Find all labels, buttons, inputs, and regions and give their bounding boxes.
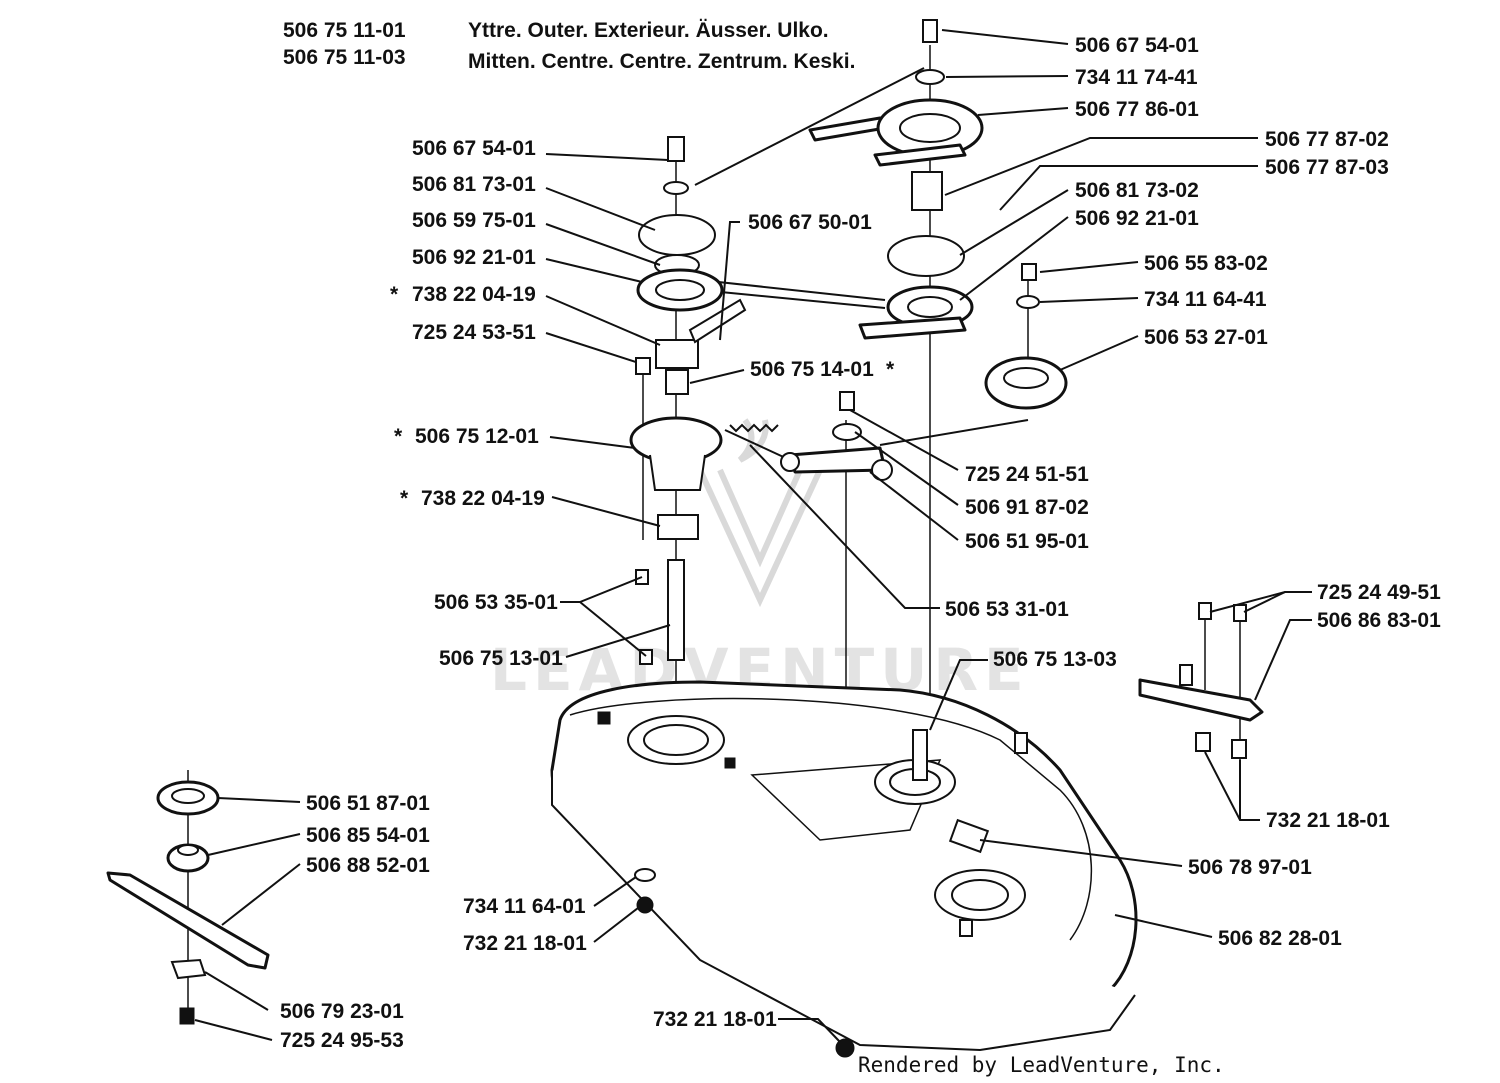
header-code-outer: 506 75 11-01 <box>283 19 406 42</box>
callout-732-21-18-01-left: 732 21 18-01 <box>463 932 587 955</box>
asterisk-mark: * <box>886 358 895 381</box>
callout-506-51-87-01: 506 51 87-01 <box>306 792 430 815</box>
header-line-centre: Mitten. Centre. Centre. Zentrum. Keski. <box>468 50 855 73</box>
callout-725-24-53-51: 725 24 53-51 <box>412 321 536 344</box>
callout-725-24-95-53: 725 24 95-53 <box>280 1029 404 1052</box>
callout-506-79-23-01: 506 79 23-01 <box>280 1000 404 1023</box>
callout-506-85-54-01: 506 85 54-01 <box>306 824 430 847</box>
asterisk-mark: * <box>400 487 409 510</box>
callout-734-11-74-41: 734 11 74-41 <box>1075 66 1198 89</box>
callout-734-11-64-41: 734 11 64-41 <box>1144 288 1267 311</box>
leader-lines <box>194 29 1312 1043</box>
callout-506-75-13-01: 506 75 13-01 <box>439 647 563 670</box>
callout-506-75-13-03: 506 75 13-03 <box>993 648 1117 671</box>
callout-506-82-28-01: 506 82 28-01 <box>1218 927 1342 950</box>
callout-738-22-04-19-lower: 738 22 04-19 <box>421 487 545 510</box>
callout-506-92-21-01-left: 506 92 21-01 <box>412 246 536 269</box>
callout-labels: 506 67 54-01 734 11 74-41 506 77 86-01 5… <box>280 34 1441 1052</box>
parts-blade-assembly <box>106 780 270 1025</box>
callout-506-67-54-01-left: 506 67 54-01 <box>412 137 536 160</box>
parts-tension-arm <box>724 391 893 481</box>
callout-506-81-73-02: 506 81 73-02 <box>1075 179 1199 202</box>
callout-732-21-18-01-right: 732 21 18-01 <box>1266 809 1390 832</box>
belt <box>699 279 886 309</box>
header-code-centre: 506 75 11-03 <box>283 46 406 69</box>
mower-deck <box>550 680 1138 1052</box>
callout-506-59-75-01: 506 59 75-01 <box>412 209 536 232</box>
parts-nuts <box>634 868 855 1058</box>
callout-506-78-97-01: 506 78 97-01 <box>1188 856 1312 879</box>
callout-506-91-87-02: 506 91 87-02 <box>965 496 1089 519</box>
parts-bracket <box>1138 602 1264 759</box>
callout-506-77-87-02: 506 77 87-02 <box>1265 128 1389 151</box>
parts-right-spindle <box>808 19 984 340</box>
credit-text: Rendered by LeadVenture, Inc. <box>858 1053 1225 1077</box>
callout-506-67-50-01: 506 67 50-01 <box>748 211 872 234</box>
callout-506-75-12-01: 506 75 12-01 <box>415 425 539 448</box>
callout-506-53-35-01: 506 53 35-01 <box>434 591 558 614</box>
watermark-logo: LEADVENTURE <box>490 418 1024 704</box>
callout-725-24-51-51: 725 24 51-51 <box>965 463 1089 486</box>
callout-506-53-31-01: 506 53 31-01 <box>945 598 1069 621</box>
callout-506-92-21-01-right: 506 92 21-01 <box>1075 207 1199 230</box>
callout-506-51-95-01: 506 51 95-01 <box>965 530 1089 553</box>
parts-left-spindle <box>629 136 747 665</box>
asterisk-mark: * <box>390 283 399 306</box>
asterisk-mark: * <box>394 425 403 448</box>
header: 506 75 11-01 506 75 11-03 Yttre. Outer. … <box>283 19 855 73</box>
callout-725-24-49-51: 725 24 49-51 <box>1317 581 1441 604</box>
callout-506-86-83-01: 506 86 83-01 <box>1317 609 1441 632</box>
callout-506-55-83-02: 506 55 83-02 <box>1144 252 1268 275</box>
callout-506-77-87-03: 506 77 87-03 <box>1265 156 1389 179</box>
callout-506-67-54-01-top: 506 67 54-01 <box>1075 34 1199 57</box>
callout-738-22-04-19-upper: 738 22 04-19 <box>412 283 536 306</box>
callout-506-53-27-01: 506 53 27-01 <box>1144 326 1268 349</box>
header-line-outer: Yttre. Outer. Exterieur. Äusser. Ulko. <box>468 19 829 42</box>
callout-506-75-14-01: 506 75 14-01 <box>750 358 874 381</box>
callout-732-21-18-01-bottom: 732 21 18-01 <box>653 1008 777 1031</box>
callout-506-88-52-01: 506 88 52-01 <box>306 854 430 877</box>
callout-734-11-64-01: 734 11 64-01 <box>463 895 586 918</box>
callout-506-81-73-01: 506 81 73-01 <box>412 173 536 196</box>
callout-506-77-86-01: 506 77 86-01 <box>1075 98 1199 121</box>
